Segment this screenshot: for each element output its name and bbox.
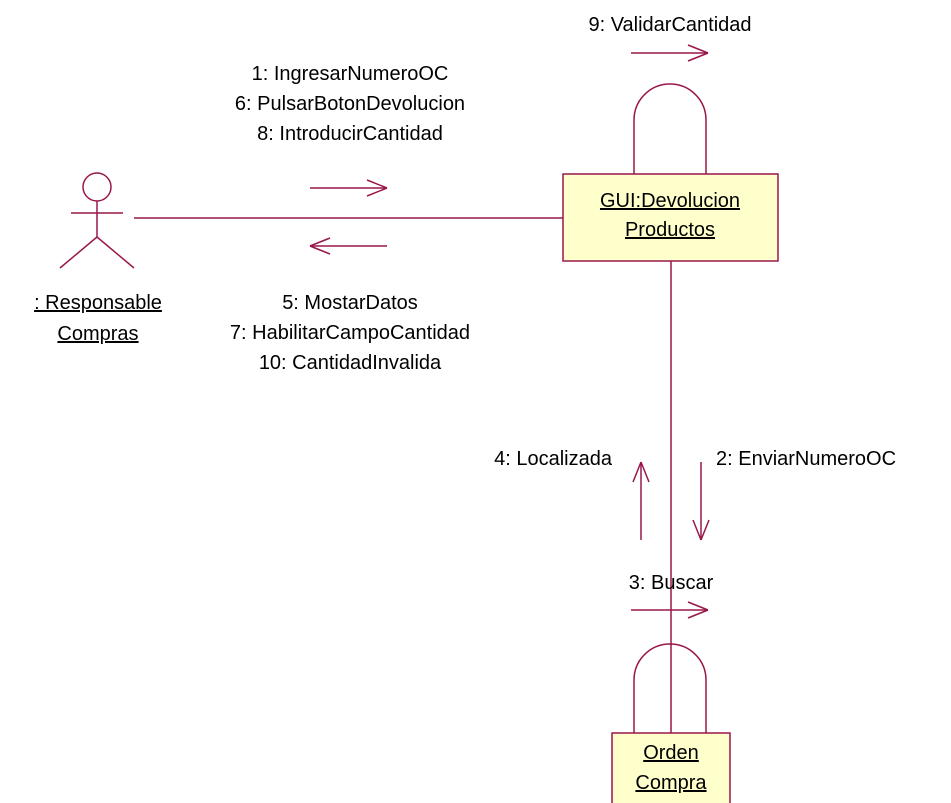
arrow-up-localizada [632, 461, 650, 540]
self-loop-orden [633, 643, 707, 733]
actor-head [82, 172, 112, 202]
arrow-down-enviar [692, 462, 710, 541]
msg-9: 9: ValidarCantidad [588, 14, 751, 36]
msg-5: 5: MostarDatos [282, 292, 418, 314]
orden-object-label-line2: Compra [635, 772, 707, 794]
orden-object-box[interactable] [611, 732, 731, 803]
actor-label-line2: Compras [57, 323, 138, 345]
arrow-self-orden [631, 601, 709, 619]
arrow-to-actor [309, 237, 387, 255]
actor-left-leg [59, 236, 98, 269]
self-loop-gui [633, 83, 707, 174]
msg-6: 6: PulsarBotonDevolucion [235, 93, 465, 115]
arrow-self-gui [631, 44, 709, 62]
actor-right-leg [96, 236, 135, 269]
msg-2: 2: EnviarNumeroOC [716, 448, 896, 470]
arrow-to-gui [310, 179, 388, 197]
actor-label-line1: : Responsable [34, 292, 162, 314]
msg-4: 4: Localizada [494, 448, 613, 470]
gui-object-label-line1: GUI:Devolucion [600, 190, 740, 212]
msg-10: 10: CantidadInvalida [259, 352, 442, 374]
msg-8: 8: IntroducirCantidad [257, 123, 443, 145]
msg-7: 7: HabilitarCampoCantidad [230, 322, 470, 344]
msg-1: 1: IngresarNumeroOC [252, 63, 449, 85]
gui-object-label-line2: Productos [625, 219, 715, 241]
orden-object-label-line1: Orden [643, 742, 699, 764]
msg-3: 3: Buscar [629, 572, 714, 594]
gui-object-box[interactable] [562, 173, 779, 262]
actor-figure[interactable] [59, 172, 135, 269]
